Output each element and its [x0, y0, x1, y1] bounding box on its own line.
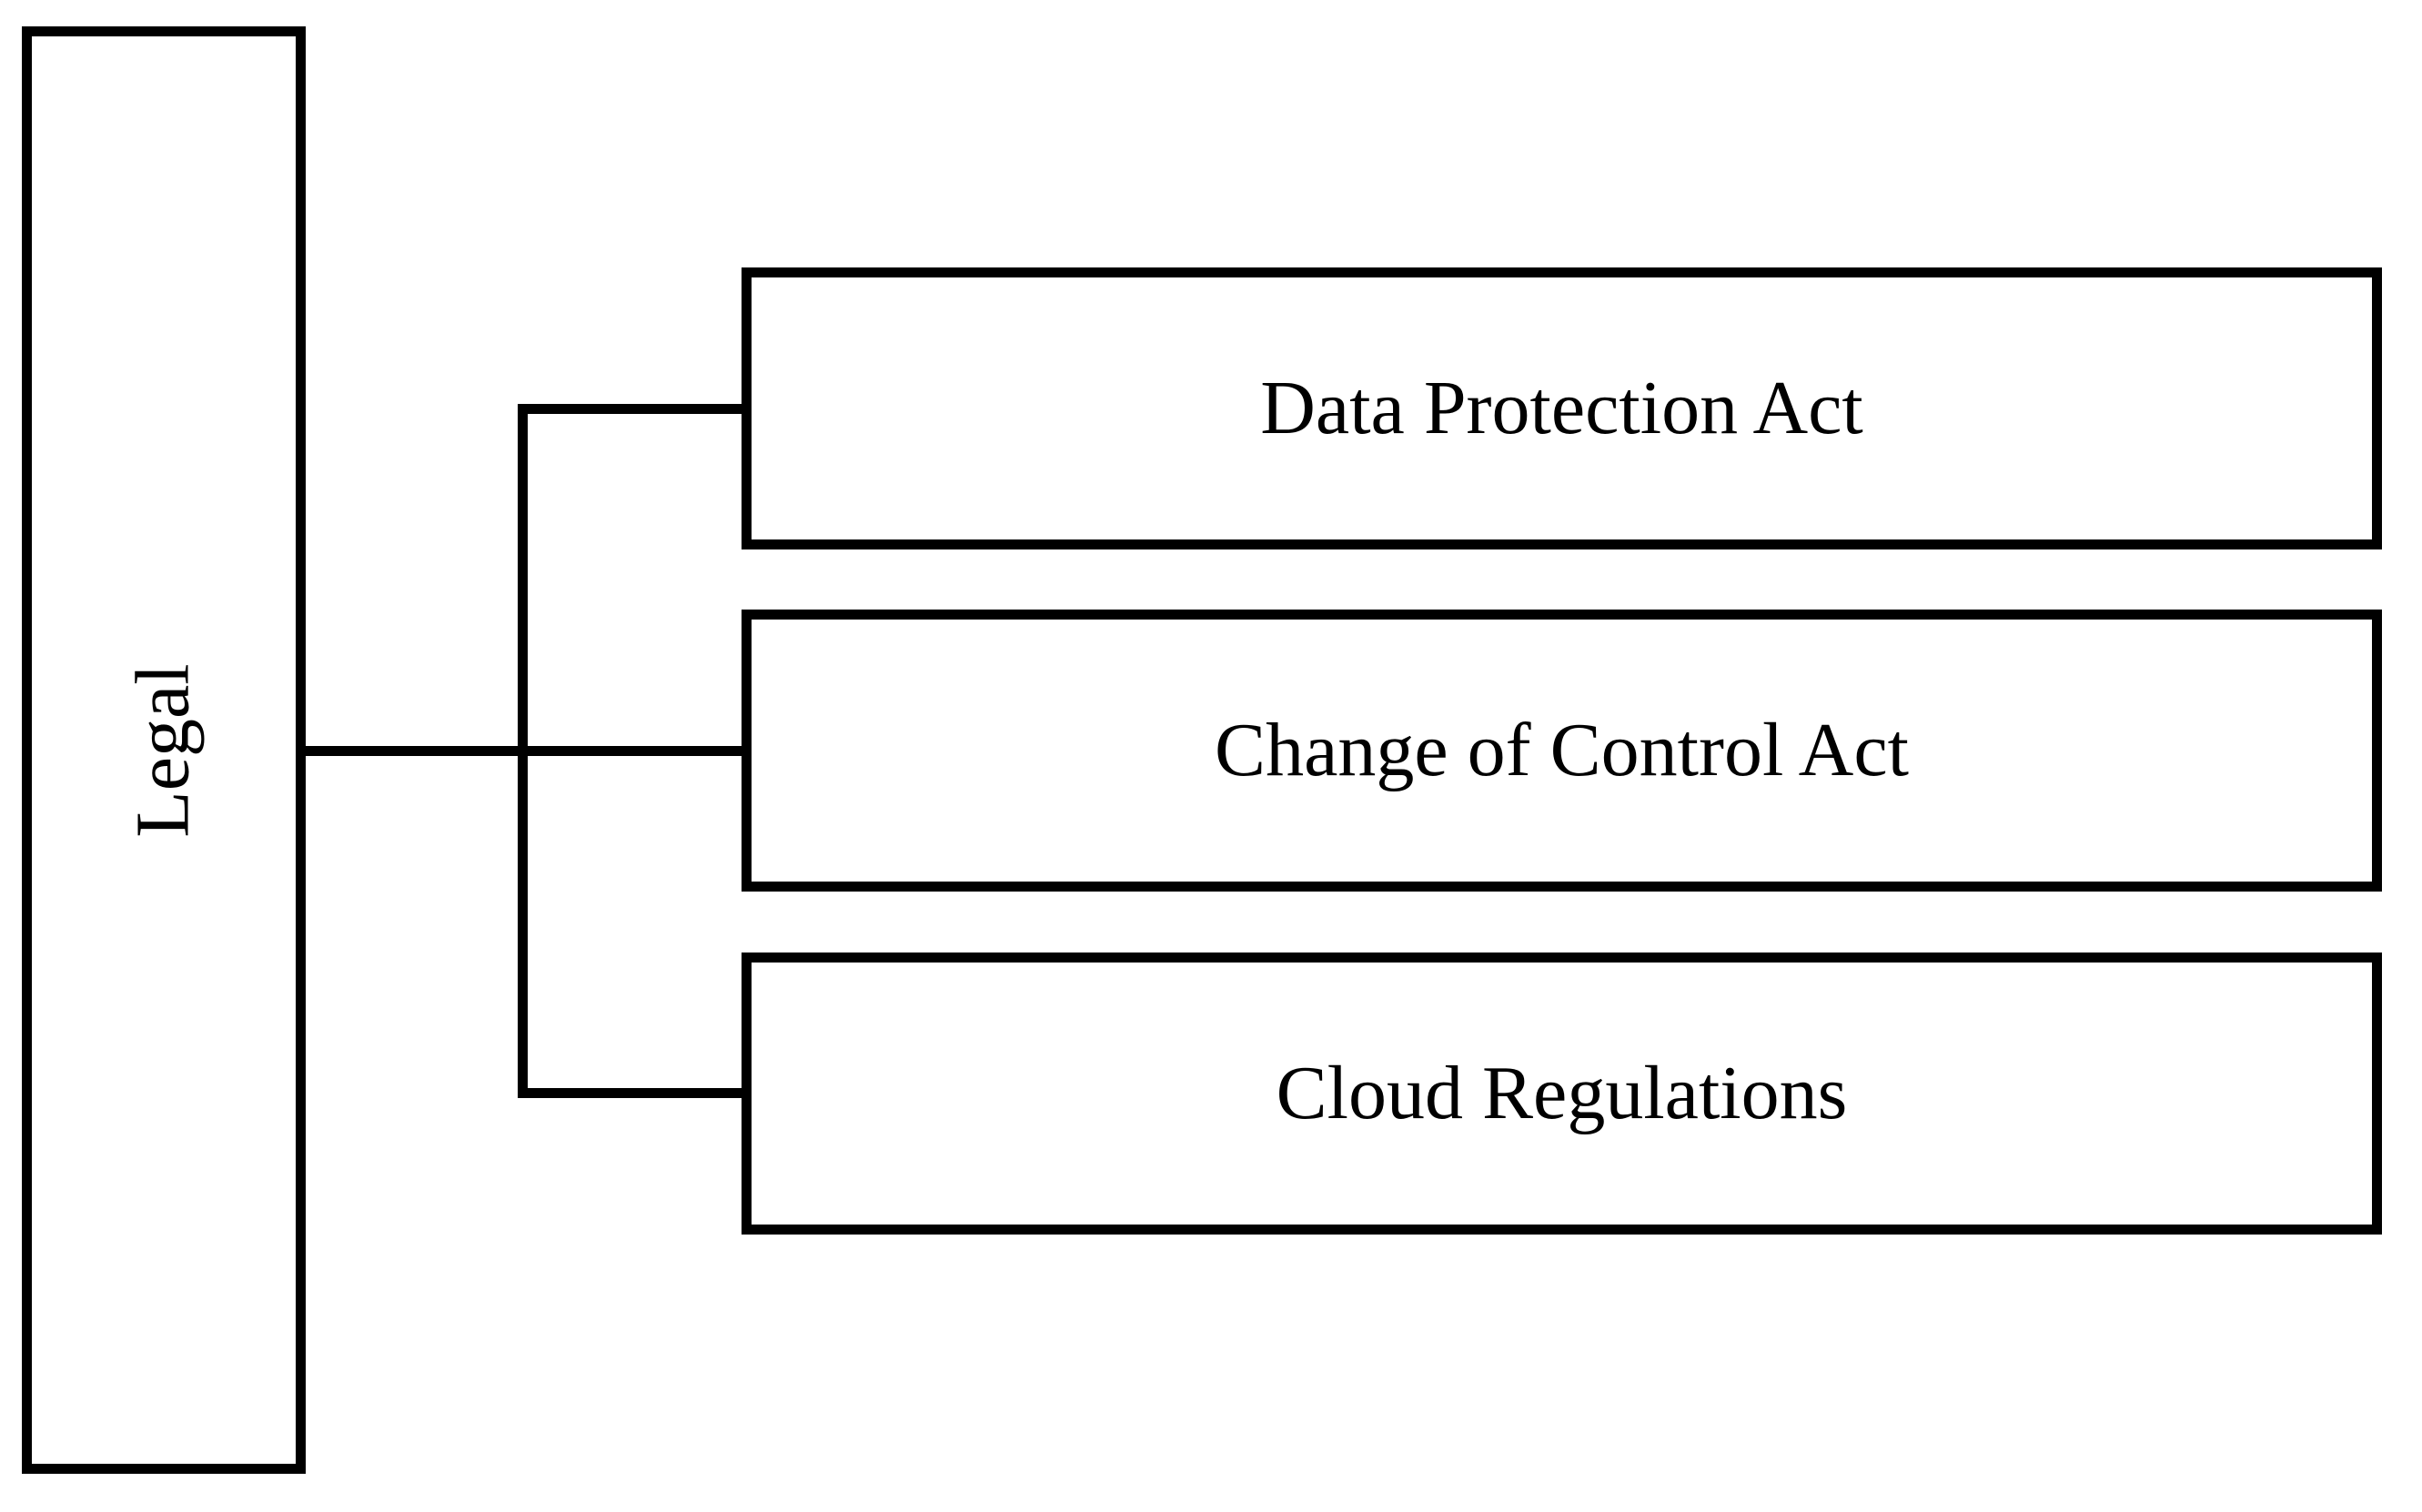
node-change-of-control-act-label: Change of Control Act: [1215, 708, 1909, 792]
node-cloud-regulations: Cloud Regulations: [742, 953, 2382, 1235]
connector-to-data-protection-act: [518, 404, 742, 414]
node-legal-label: Legal: [121, 662, 206, 838]
node-data-protection-act-label: Data Protection Act: [1260, 366, 1863, 450]
node-cloud-regulations-label: Cloud Regulations: [1276, 1051, 1848, 1135]
node-legal: Legal: [22, 26, 306, 1474]
connector-legal-to-change-of-control-act: [305, 746, 742, 756]
node-data-protection-act: Data Protection Act: [742, 267, 2382, 549]
connector-to-cloud-regulations: [518, 1088, 742, 1098]
node-change-of-control-act: Change of Control Act: [742, 610, 2382, 892]
